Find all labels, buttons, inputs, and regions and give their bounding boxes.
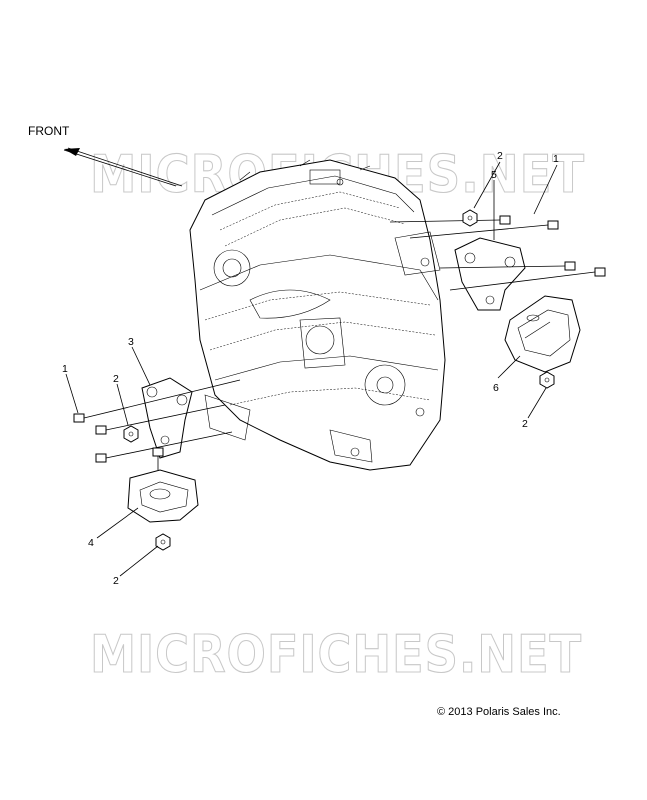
nut-left: [123, 425, 139, 443]
front-arrow: FRONT: [28, 124, 183, 187]
nut-top: [462, 209, 478, 227]
callout-1-left: 1: [62, 363, 68, 375]
callout-2-bottom: 2: [113, 575, 119, 587]
engine-bracket-right: [454, 237, 526, 311]
leader-lines: [65, 161, 558, 577]
front-label: FRONT: [28, 124, 70, 138]
callout-2-left: 2: [113, 373, 119, 385]
callout-5: 5: [491, 169, 497, 181]
bolt-set-left: [73, 379, 241, 463]
watermark-bottom: MICROFICHES.NET: [90, 625, 582, 685]
copyright-notice: © 2013 Polaris Sales Inc.: [437, 706, 561, 718]
engine-assembly: [189, 159, 446, 471]
engine-bracket-left: [141, 377, 193, 459]
callout-3: 3: [128, 336, 134, 348]
nut-right: [539, 371, 555, 389]
engine-mount-left: [127, 447, 199, 523]
bolt-set-right: [389, 215, 606, 291]
callout-2-right: 2: [522, 418, 528, 430]
callout-4: 4: [88, 537, 94, 549]
engine-mount-right: [504, 295, 581, 373]
callout-2-top: 2: [497, 150, 503, 162]
callout-1-right: 1: [553, 153, 559, 165]
nut-bottom: [155, 533, 171, 551]
callout-6: 6: [493, 382, 499, 394]
